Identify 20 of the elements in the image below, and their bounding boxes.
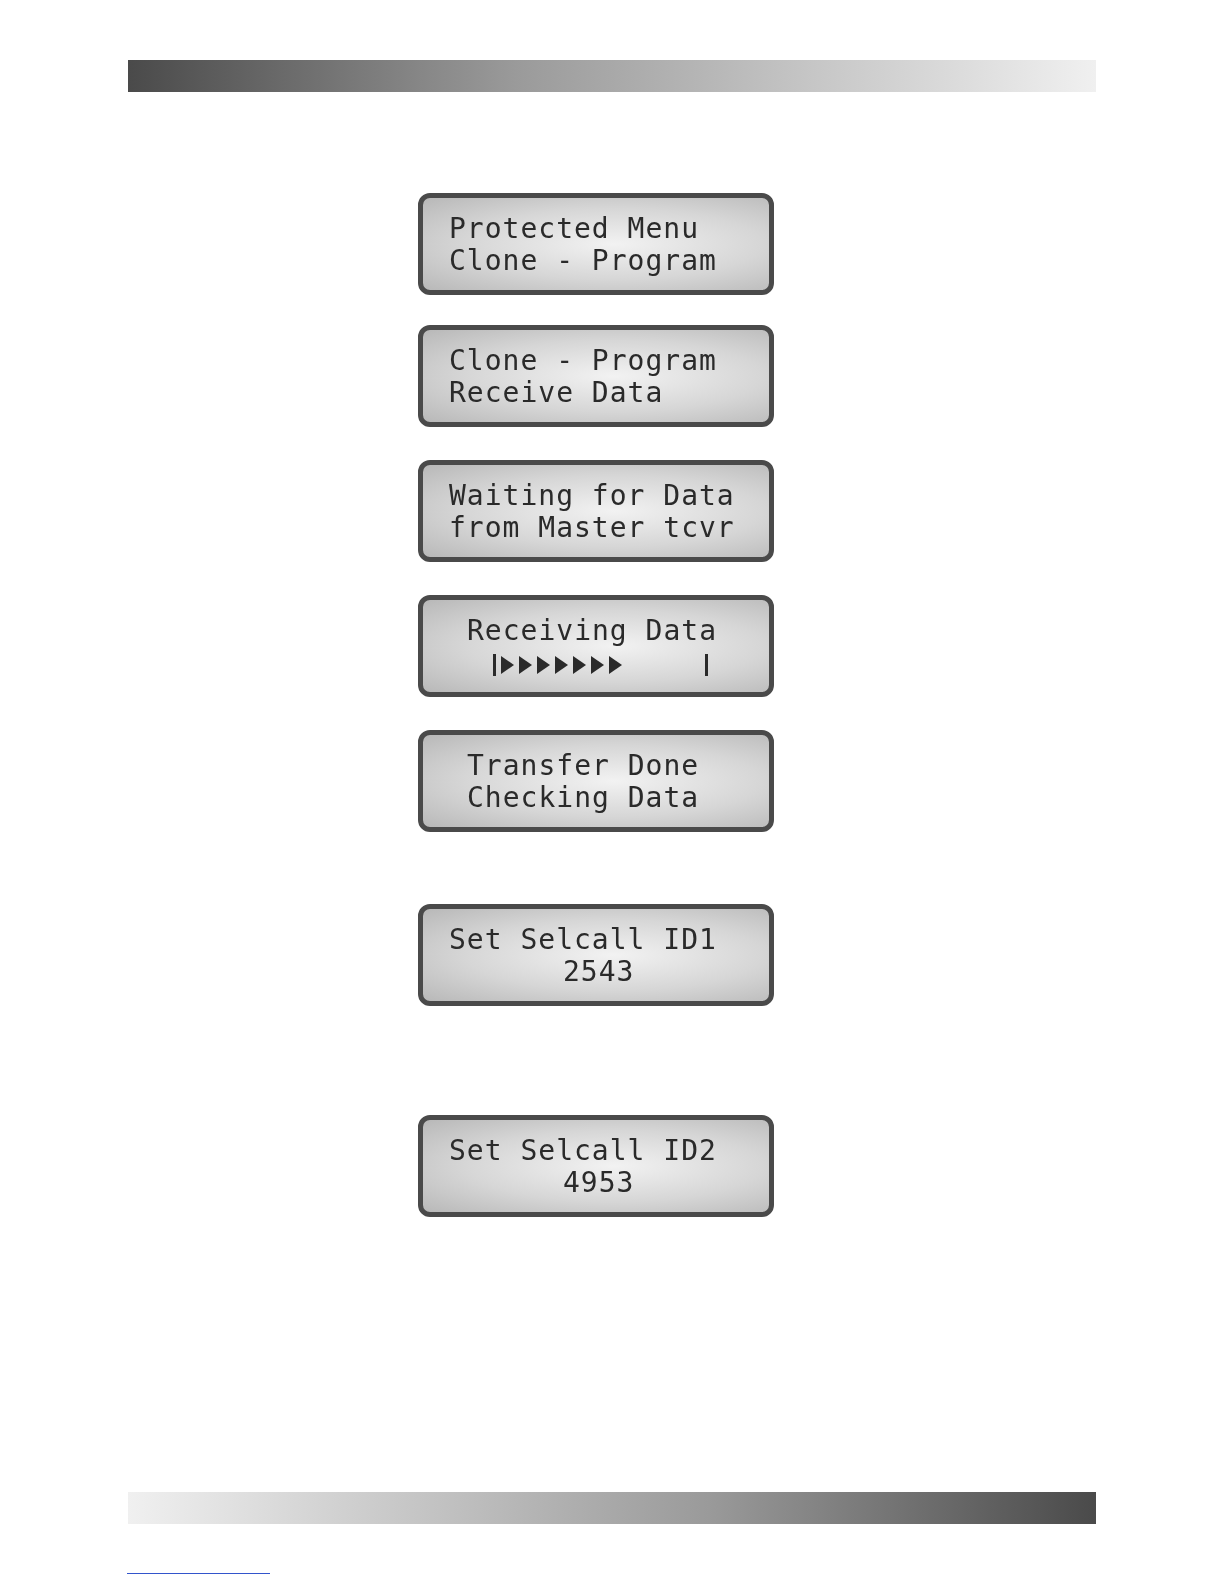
display-text: Protected Menu xyxy=(449,212,699,245)
lcd-screen xyxy=(418,325,774,427)
display-text: Set Selcall ID1 xyxy=(449,923,717,956)
display-text: from Master tcvr xyxy=(449,511,735,544)
lcd-screen xyxy=(418,193,774,295)
lcd-screen xyxy=(418,1115,774,1217)
display-text: 2543 xyxy=(563,955,635,988)
display-text: Clone - Program xyxy=(449,344,717,377)
display-text: Checking Data xyxy=(467,781,700,814)
display-text: 4953 xyxy=(563,1166,635,1199)
lcd-screen xyxy=(418,904,774,1006)
display-text: Set Selcall ID2 xyxy=(449,1134,717,1167)
display-text: Receive Data xyxy=(449,376,664,409)
display-text: Waiting for Data xyxy=(449,479,735,512)
display-text: Receiving Data xyxy=(467,614,717,647)
display-text: Clone - Program xyxy=(449,244,717,277)
lcd-screen xyxy=(418,730,774,832)
lcd-screen xyxy=(418,595,774,697)
display-text: Transfer Done xyxy=(467,749,700,782)
lcd-screen xyxy=(418,460,774,562)
